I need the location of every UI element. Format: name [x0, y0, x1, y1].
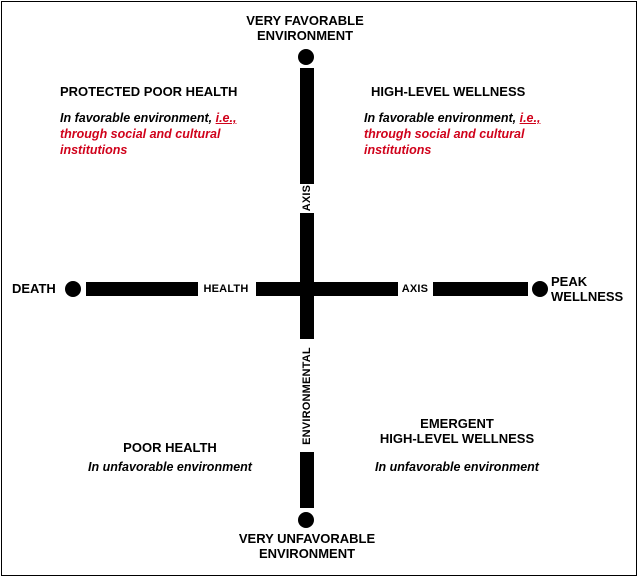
quadrant-top-right-title: HIGH-LEVEL WELLNESS — [371, 84, 526, 99]
vertical-axis-word-environmental: ENVIRONMENTAL — [301, 347, 313, 445]
quadrant-top-right-desc-ie: i.e., — [519, 111, 541, 125]
bottom-end-dot — [298, 512, 314, 528]
top-end-line1: VERY FAVORABLE — [246, 13, 364, 28]
horizontal-axis-word-health: HEALTH — [203, 283, 249, 295]
horizontal-axis-bar-left — [86, 282, 198, 296]
right-end-label: PEAK WELLNESS — [551, 274, 635, 304]
quadrant-bottom-right-title-line2: HIGH-LEVEL WELLNESS — [379, 431, 535, 446]
bottom-end-line2: ENVIRONMENT — [258, 546, 356, 561]
quadrant-bottom-left-title: POOR HEALTH — [123, 440, 217, 455]
quadrant-top-left-description: In favorable environment, i.e., through … — [60, 110, 278, 158]
horizontal-axis-bar-middle — [256, 282, 398, 296]
vertical-axis-bar-middle — [300, 213, 314, 339]
left-end-label: DEATH — [12, 281, 56, 296]
vertical-axis-bar-bottom — [300, 452, 314, 508]
left-end-dot — [65, 281, 81, 297]
horizontal-axis-bar-right — [433, 282, 528, 296]
quadrant-bottom-right-description: In unfavorable environment — [375, 460, 539, 474]
quadrant-bottom-right-title: EMERGENT HIGH-LEVEL WELLNESS — [352, 416, 562, 446]
bottom-end-label: VERY UNFAVORABLE ENVIRONMENT — [210, 531, 404, 561]
right-end-line1: PEAK — [551, 274, 588, 289]
horizontal-axis-word-axis: AXIS — [401, 283, 429, 295]
quadrant-top-left-desc-ie: i.e., — [215, 111, 237, 125]
quadrant-top-right-desc-black: In favorable environment, — [364, 111, 520, 125]
quadrant-top-left-desc-black: In favorable environment, — [60, 111, 216, 125]
quadrant-bottom-left-description: In unfavorable environment — [88, 460, 252, 474]
vertical-axis-word-axis: AXIS — [301, 184, 313, 212]
vertical-axis-bar-top — [300, 68, 314, 184]
right-end-line2: WELLNESS — [551, 289, 624, 304]
quadrant-top-left-desc-red: through social and cultural institutions — [60, 127, 221, 157]
top-end-line2: ENVIRONMENT — [256, 28, 354, 43]
quadrant-top-left-title: PROTECTED POOR HEALTH — [60, 84, 238, 99]
quadrant-bottom-right-title-line1: EMERGENT — [420, 416, 494, 431]
top-end-dot — [298, 49, 314, 65]
quadrant-top-right-description: In favorable environment, i.e., through … — [364, 110, 582, 158]
quadrant-top-right-desc-red: through social and cultural institutions — [364, 127, 525, 157]
bottom-end-line1: VERY UNFAVORABLE — [238, 531, 376, 546]
right-end-dot — [532, 281, 548, 297]
top-end-label: VERY FAVORABLE ENVIRONMENT — [215, 13, 395, 43]
